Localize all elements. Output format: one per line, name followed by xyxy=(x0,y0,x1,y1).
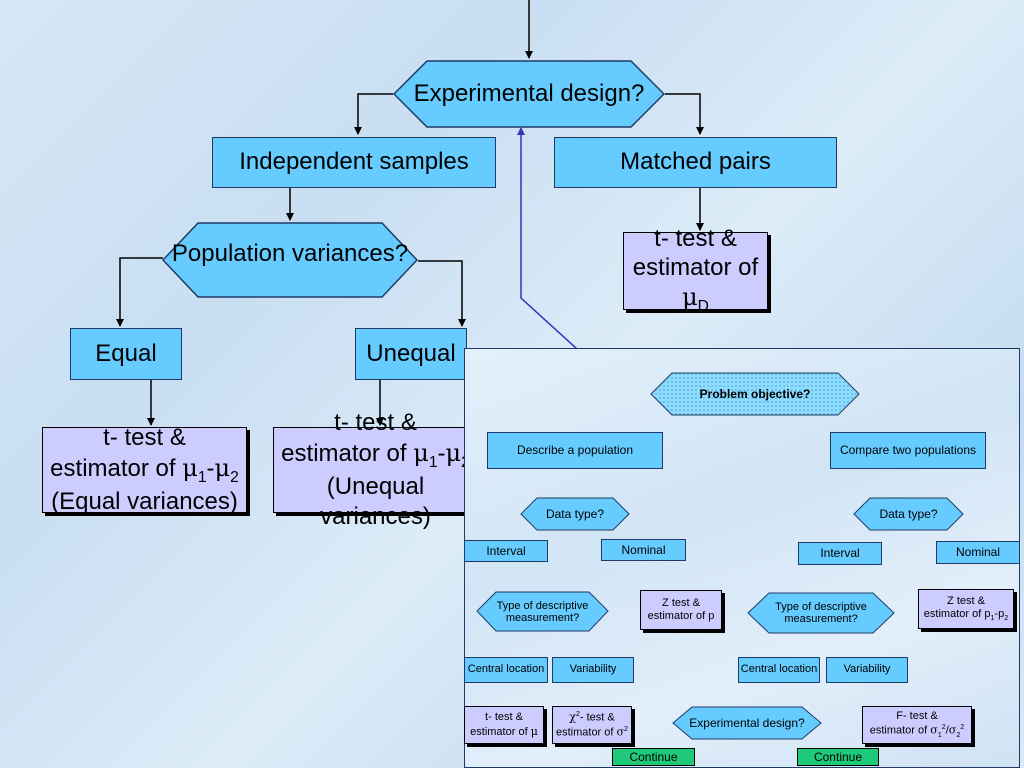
unequal-test-line3: (Unequal variances) xyxy=(320,473,431,531)
interval-right-label: Interval xyxy=(820,546,860,561)
interval-left-label: Interval xyxy=(486,543,526,558)
independent-samples-label: Independent samples xyxy=(239,148,469,176)
nominal-right-box: Nominal xyxy=(936,541,1020,564)
equal-test-line1: t- test & xyxy=(103,423,186,451)
problem-objective-label: Problem objective? xyxy=(699,387,811,401)
describe-population-label: Describe a population xyxy=(516,443,634,458)
nominal-right-label: Nominal xyxy=(955,545,1000,560)
equal-test-line2: estimator of μ1-μ2 xyxy=(50,453,239,486)
z-left-line2: estimator of p xyxy=(647,610,715,622)
overview-panel xyxy=(464,348,1020,768)
chi-line2: estimator of σ2 xyxy=(555,725,629,739)
chi-square-test-box: χ2- test & estimator of σ2 xyxy=(552,706,632,744)
matched-pairs-test-box: t- test & estimator of μD xyxy=(623,225,768,315)
experimental-design-decision: Experimental design? xyxy=(393,60,665,128)
problem-objective-decision: Problem objective? xyxy=(650,372,860,416)
equal-variances-test-box: t- test & estimator of μ1-μ2 (Equal vari… xyxy=(42,424,247,515)
t-test-mean-box: t- test & estimator of μ xyxy=(464,706,544,744)
z-left-line1: Z test & xyxy=(662,596,700,609)
independent-samples-box: Independent samples xyxy=(212,137,496,188)
describe-population-box: Describe a population xyxy=(487,432,663,469)
data-type-left-decision: Data type? xyxy=(520,497,630,531)
compare-two-label: Compare two populations xyxy=(839,443,977,458)
equal-label: Equal xyxy=(95,339,157,367)
equal-box: Equal xyxy=(70,328,182,380)
z-right-line1: Z test & xyxy=(947,595,985,608)
f-line1: F- test & xyxy=(896,710,938,723)
variability-right-label: Variability xyxy=(843,663,891,676)
nominal-left-label: Nominal xyxy=(621,542,666,557)
chi-line1: χ2- test & xyxy=(569,710,615,724)
unequal-test-line1: t- test & xyxy=(334,408,417,436)
matched-pairs-test-line1: t- test & xyxy=(654,225,737,253)
population-variances-label: Population variances? xyxy=(171,240,409,267)
population-variances-decision: Population variances? xyxy=(162,222,418,298)
central-location-left-box: Central location xyxy=(464,657,548,683)
continue-left-button[interactable]: Continue xyxy=(612,748,695,766)
variability-right-box: Variability xyxy=(826,657,908,683)
z-test-proportion-box: Z test & estimator of p xyxy=(640,590,722,630)
data-type-left-label: Data type? xyxy=(545,507,605,521)
continue-right-button[interactable]: Continue xyxy=(797,748,879,766)
interval-right-box: Interval xyxy=(798,542,882,565)
continue-left-label: Continue xyxy=(629,749,678,764)
unequal-label: Unequal xyxy=(366,339,456,367)
f-test-box: F- test & estimator of σ12/σ22 xyxy=(862,706,972,744)
f-line2: estimator of σ12/σ22 xyxy=(869,723,965,740)
t-mu-line1: t- test & xyxy=(485,711,523,724)
central-left-label: Central location xyxy=(467,663,545,676)
interval-left-box: Interval xyxy=(464,540,548,562)
central-right-label: Central location xyxy=(740,663,818,676)
matched-pairs-label: Matched pairs xyxy=(620,148,771,176)
data-type-right-decision: Data type? xyxy=(853,497,964,531)
z-test-two-proportions-box: Z test & estimator of p1-p2 xyxy=(918,589,1014,629)
experimental-design-small-decision: Experimental design? xyxy=(672,706,822,740)
z-right-line2: estimator of p1-p2 xyxy=(923,608,1009,623)
unequal-variances-test-box: t- test & estimator of μ1-μ2 (Unequal va… xyxy=(273,409,478,530)
t-mu-line2: estimator of μ xyxy=(470,724,538,738)
unequal-box: Unequal xyxy=(355,328,467,380)
experimental-design-label: Experimental design? xyxy=(413,80,645,107)
central-location-right-box: Central location xyxy=(738,657,820,683)
variability-left-label: Variability xyxy=(569,663,617,676)
data-type-right-label: Data type? xyxy=(879,507,938,521)
continue-right-label: Continue xyxy=(813,749,863,764)
compare-two-populations-box: Compare two populations xyxy=(830,432,986,469)
matched-pairs-test-line2: estimator of μD xyxy=(632,254,759,315)
nominal-left-box: Nominal xyxy=(601,539,686,561)
unequal-test-line2: estimator of μ1-μ2 xyxy=(281,438,470,471)
matched-pairs-box: Matched pairs xyxy=(554,137,837,188)
experimental-design-small-label: Experimental design? xyxy=(689,716,805,730)
variability-left-box: Variability xyxy=(552,657,634,683)
equal-test-line3: (Equal variances) xyxy=(51,488,238,516)
